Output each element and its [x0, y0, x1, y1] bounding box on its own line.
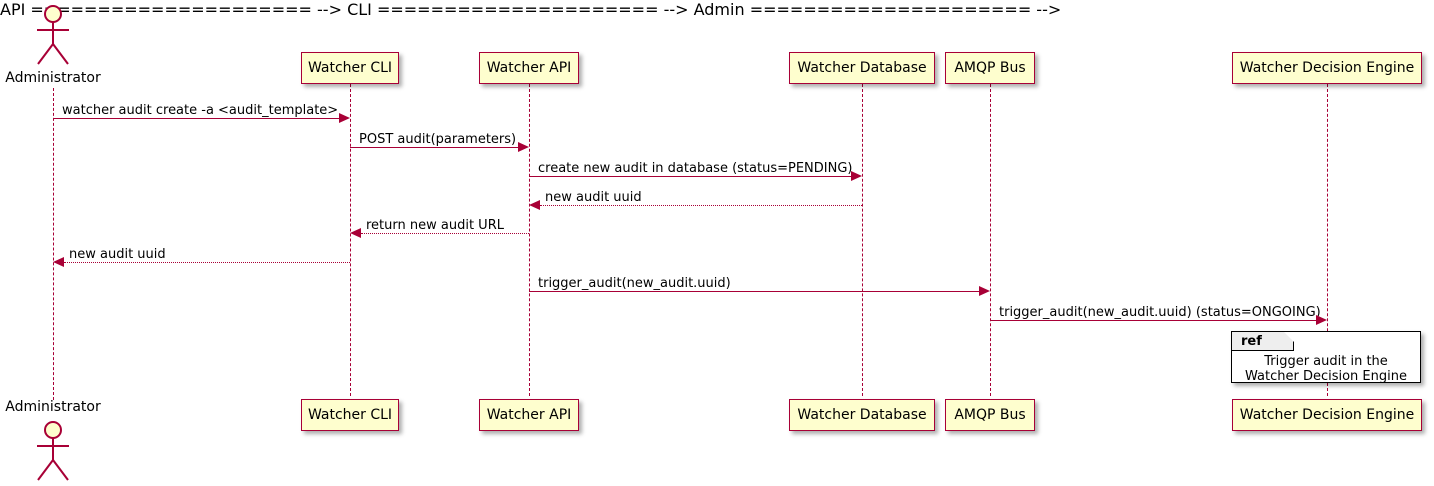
lifeline-watcher-decision-engine	[1327, 84, 1328, 396]
message-arrowhead-1	[339, 113, 350, 123]
message-label-4: new audit uuid	[545, 190, 642, 205]
message-line-8	[990, 320, 1317, 321]
message-arrowhead-3	[851, 171, 862, 181]
ref-fragment-keyword: ref	[1241, 334, 1262, 349]
message-label-5: return new audit URL	[366, 218, 504, 233]
participant-label-watcher-api-top: Watcher API	[486, 60, 572, 76]
participant-label-amqp-bus-top: AMQP Bus	[954, 60, 1026, 76]
message-line-2	[350, 147, 519, 148]
message-arrowhead-4	[529, 200, 540, 210]
participant-label-watcher-cli-top: Watcher CLI	[307, 60, 393, 76]
ref-fragment-line-2: Watcher Decision Engine	[1245, 369, 1407, 384]
participant-label-amqp-bus-bottom: AMQP Bus	[954, 407, 1026, 423]
message-line-5	[361, 233, 529, 234]
lifeline-watcher-database	[862, 84, 863, 396]
participant-label-watcher-decision-engine-top: Watcher Decision Engine	[1239, 60, 1415, 76]
message-line-1	[53, 118, 340, 119]
participant-watcher-api-top[interactable]: Watcher API	[479, 52, 579, 84]
lifeline-amqp-bus	[990, 84, 991, 396]
message-arrowhead-2	[518, 142, 529, 152]
participant-amqp-bus-bottom[interactable]: AMQP Bus	[945, 399, 1035, 431]
ref-fragment-tab	[1232, 332, 1294, 351]
participant-watcher-cli-top[interactable]: Watcher CLI	[301, 52, 399, 84]
actor-administrator-bottom	[37, 421, 69, 481]
message-arrowhead-7	[979, 286, 990, 296]
participant-label-watcher-database-bottom: Watcher Database	[797, 407, 927, 423]
actor-label-administrator-bottom: Administrator	[5, 399, 101, 415]
message-line-3	[529, 176, 852, 177]
participant-amqp-bus-top[interactable]: AMQP Bus	[945, 52, 1035, 84]
message-label-1: watcher audit create -a <audit_template>	[62, 103, 339, 118]
message-arrowhead-8	[1316, 315, 1327, 325]
actor-label-administrator-top: Administrator	[5, 70, 101, 86]
participant-watcher-database-top[interactable]: Watcher Database	[789, 52, 935, 84]
message-label-7: trigger_audit(new_audit.uuid)	[538, 276, 731, 291]
participant-watcher-api-bottom[interactable]: Watcher API	[479, 399, 579, 431]
actor-administrator-top	[37, 5, 69, 65]
message-arrowhead-5	[350, 228, 361, 238]
message-line-6	[64, 262, 350, 263]
lifeline-administrator	[53, 88, 54, 400]
message-label-2: POST audit(parameters)	[359, 132, 517, 147]
message-line-7	[529, 291, 980, 292]
message-label-8: trigger_audit(new_audit.uuid) (status=ON…	[999, 305, 1321, 320]
message-label-3: create new audit in database (status=PEN…	[538, 161, 853, 176]
participant-label-watcher-cli-bottom: Watcher CLI	[307, 407, 393, 423]
lifeline-watcher-cli	[350, 84, 351, 396]
message-line-4	[540, 205, 862, 206]
ref-fragment-line-1: Trigger audit in the	[1264, 354, 1388, 369]
message-label-6: new audit uuid	[69, 247, 166, 262]
lifeline-watcher-api	[529, 84, 530, 396]
participant-label-watcher-database-top: Watcher Database	[797, 60, 927, 76]
participant-label-watcher-decision-engine-bottom: Watcher Decision Engine	[1239, 407, 1415, 423]
participant-watcher-database-bottom[interactable]: Watcher Database	[789, 399, 935, 431]
participant-watcher-decision-engine-top[interactable]: Watcher Decision Engine	[1232, 52, 1422, 84]
participant-label-watcher-api-bottom: Watcher API	[486, 407, 572, 423]
ref-fragment: ref Trigger audit in the Watcher Decisio…	[1231, 331, 1421, 384]
participant-watcher-cli-bottom[interactable]: Watcher CLI	[301, 399, 399, 431]
message-arrowhead-6	[53, 257, 64, 267]
participant-watcher-decision-engine-bottom[interactable]: Watcher Decision Engine	[1232, 399, 1422, 431]
